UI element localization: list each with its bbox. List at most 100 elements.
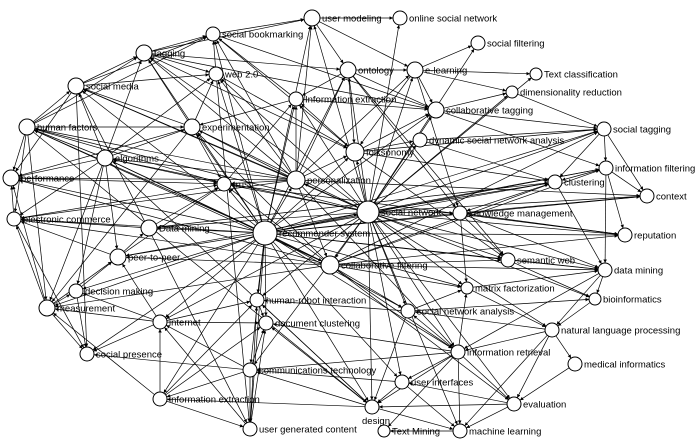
node-label: reputation: [634, 231, 676, 242]
edge-information_filtering-to-context: [611, 171, 642, 193]
edge-social_network-to-e_learning: [371, 77, 414, 202]
node-evaluation: evaluation: [506, 396, 566, 412]
edge-recommender_system-to-folksonomy: [273, 157, 349, 226]
edge-experimentation-to-web20: [194, 80, 214, 120]
edge-social_network-to-human_robot_interaction: [262, 218, 360, 296]
node-circle: [505, 85, 519, 99]
node-circle: [288, 91, 304, 107]
edge-personalization-to-collaborative_filtering: [298, 188, 328, 257]
edge-recommender_system-to-social_tagging: [276, 130, 598, 230]
edge-internet-to-social_presence: [93, 324, 154, 352]
edge-recommender_system-to-electronic_commerce: [20, 217, 254, 233]
node-label: peer-to-peer: [128, 253, 180, 264]
edge-social_media-to-performance: [15, 92, 72, 172]
node-peer-to-peer: peer-to-peer: [109, 248, 180, 266]
edge-measurement-to-electronic_commerce: [15, 225, 45, 301]
edge-measurement-to-decision_making: [53, 294, 71, 305]
edge-personalization-to-web20: [219, 79, 291, 174]
node-online-social-network: online social network: [392, 10, 497, 26]
edge-clustering-to-data_mining_right: [558, 187, 602, 265]
edge-recommender_system-to-user_interfaces: [272, 241, 398, 378]
edge-social_media-to-user_generated_content: [79, 92, 248, 423]
node-internet: internet: [152, 314, 201, 330]
node-label: context: [656, 192, 687, 203]
edge-layer: [10, 16, 644, 433]
edge-information_retrieval-to-machine_learning: [457, 358, 462, 425]
edge-collaborative_tagging-to-information_filtering: [443, 112, 600, 167]
node-label: decision making: [85, 287, 153, 298]
node-circle: [205, 26, 221, 42]
node-circle: [356, 200, 380, 224]
edge-e_learning-to-collaborative_tagging: [418, 76, 433, 104]
edge-user_generated_content-to-document_clustering: [250, 329, 267, 423]
node-matrix-factorization: matrix factorization: [460, 281, 555, 295]
node-circle: [96, 149, 114, 167]
node-circle: [208, 66, 224, 82]
edge-recommender_system-to-clustering: [276, 182, 549, 232]
edge-collaborative_filtering-to-algorithms: [112, 161, 323, 262]
edge-knowledge_management-to-data_mining_right: [466, 215, 599, 268]
edge-personalization-to-user_modeling: [296, 25, 313, 172]
node-circle: [400, 303, 416, 319]
edge-user_interfaces-to-communications_technology: [256, 369, 396, 382]
edge-algorithms-to-experimentation: [112, 129, 185, 156]
edge-internet-to-peer_to_peer: [122, 263, 157, 317]
node-label: knowledge management: [469, 209, 573, 220]
edge-knowledge_management-to-matrix_factorization: [460, 219, 468, 283]
node-label: evaluation: [523, 400, 566, 411]
node-label: dynamic social network analysis: [429, 136, 564, 147]
edge-e_learning-to-knowledge_management: [417, 77, 459, 207]
edge-tagging-to-user_modeling: [151, 18, 305, 52]
node-circle: [460, 281, 474, 295]
edge-folksonomy-to-collaborative_tagging: [362, 113, 430, 149]
edge-peer_to_peer-to-trust: [124, 187, 219, 253]
node-label: ontology: [358, 66, 394, 77]
edge-data_mining_left-to-electronic_commerce: [20, 217, 142, 228]
node-circle: [406, 61, 424, 79]
node-label: medical informatics: [584, 360, 666, 371]
edge-collaborative_filtering-to-electronic_commerce: [20, 218, 322, 265]
node-label: dimensionality reduction: [520, 88, 622, 99]
edge-social_media-to-web20: [83, 73, 210, 86]
edge-social_network-to-text_classification: [376, 77, 532, 206]
node-semantic-web: semantic web: [500, 252, 575, 268]
edge-semantic_web-to-bioinformatics: [514, 262, 590, 297]
edge-algorithms-to-tagging: [107, 60, 142, 151]
node-e-learning: e-learning: [406, 61, 467, 79]
edge-social_network-to-user_modeling: [313, 25, 366, 202]
edge-web20-to-social_bookmarking: [212, 40, 216, 68]
node-collaborative-filtering: collaborative filtering: [320, 255, 428, 275]
edge-collaborative_filtering-to-matrix_factorization: [338, 266, 462, 289]
node-label: internet: [169, 318, 201, 329]
edge-collaborative_filtering-to-data_mining_right: [338, 264, 599, 272]
edge-knowledge_management-to-semantic_web: [464, 217, 504, 256]
node-dynamic-sna: dynamic social network analysis: [412, 132, 564, 148]
node-circle: [242, 362, 258, 378]
edge-social_tagging-to-context: [607, 134, 644, 191]
node-label: semantic web: [517, 256, 575, 267]
node-label: collaborative filtering: [341, 261, 428, 272]
node-label: clustering: [564, 178, 605, 189]
edge-recommender_system-to-social_presence: [92, 239, 256, 351]
edge-social_network-to-experimentation: [199, 130, 359, 208]
edge-social_network-to-matrix_factorization: [376, 218, 463, 285]
edge-algorithms-to-measurement: [49, 165, 103, 301]
edge-clustering-to-knowledge_management: [466, 183, 549, 212]
edge-recommender_system-to-data_mining_left: [156, 226, 254, 233]
node-human-robot-interaction: human-robot interaction: [249, 292, 366, 308]
node-circle: [152, 314, 168, 330]
node-social-filtering: social filtering: [470, 35, 545, 51]
edge-internet-to-measurement: [54, 307, 154, 322]
node-label: user generated content: [259, 425, 357, 436]
edge-ontology-to-semantic_web: [352, 75, 504, 255]
node-circle: [109, 248, 127, 266]
edge-information_retrieval-to-social_network_analysis: [413, 315, 453, 348]
edge-human_factors-to-social_media: [32, 90, 71, 123]
edge-social_network-to-web20: [220, 78, 361, 205]
node-dimensionality-reduction: dimensionality reduction: [505, 85, 622, 99]
edge-nlp-to-medical_informatics: [555, 335, 572, 359]
node-label: social network analysis: [417, 307, 514, 318]
edge-data_mining_right-to-bioinformatics: [596, 276, 604, 294]
edge-e_learning-to-folksonomy: [360, 76, 411, 145]
edge-social_media-to-social_presence: [75, 93, 89, 348]
